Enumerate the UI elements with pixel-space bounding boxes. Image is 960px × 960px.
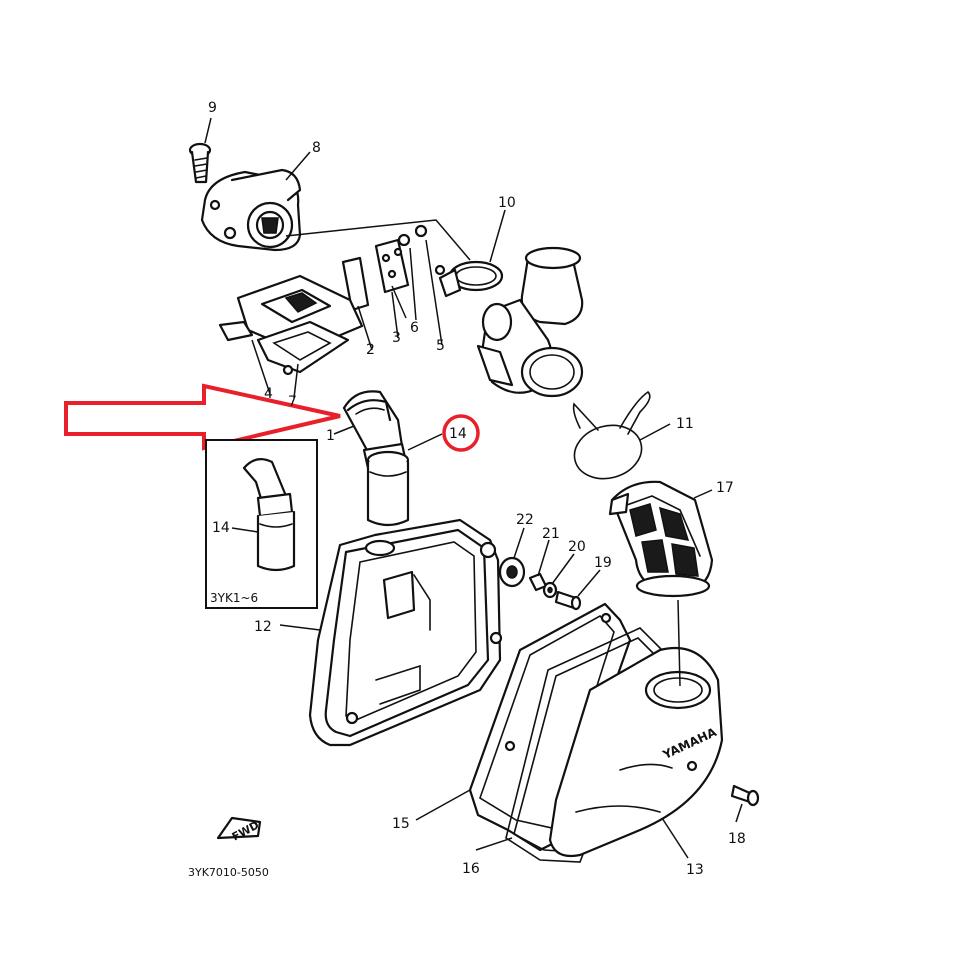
callout-6: 6 [410,320,419,336]
part-20-washer [542,581,558,599]
fwd-arrow: FWD [216,816,261,844]
callout-11: 11 [676,416,694,432]
callout-2: 2 [366,342,375,358]
callout-4: 4 [264,386,273,402]
part-10-hose-clamp [434,260,504,298]
callout-labels: 9 8 10 2 3 6 5 4 7 1 14 11 17 14 22 21 2… [188,100,746,879]
part-8-intake-manifold [200,168,302,252]
callout-10: 10 [498,195,516,211]
inset-caption: 3YK1~6 [210,591,258,605]
inset-variant-box [205,439,318,609]
callout-12: 12 [254,619,272,635]
part-6-screw [397,224,428,247]
drawing-code: 3YK7010-5050 [188,866,269,879]
callout-1: 1 [326,428,335,444]
part-13-case-cover: YAMAHA [548,646,724,858]
callout-21: 21 [542,526,560,542]
callout-19: 19 [594,555,612,571]
part-7-gasket [256,320,350,376]
carburetor-joint [476,246,584,398]
leader-lines [204,117,743,859]
part-22-grommet [498,556,526,588]
callout-5: 5 [436,338,445,354]
callout-7: 7 [288,394,297,410]
highlight-circle [442,414,480,452]
part-18-screw [730,784,760,807]
part-3-reed-plate [374,238,410,294]
highlight-arrow [64,383,341,451]
callout-22: 22 [516,512,534,528]
part-9-bolt [188,142,212,184]
part-19-screw [554,590,582,611]
callout-14: 14 [449,426,467,442]
callout-3: 3 [392,330,401,346]
callout-13: 13 [686,862,704,878]
part-11-spring-clip [572,390,651,480]
callout-18: 18 [728,831,746,847]
part-12-filter-case [308,518,503,747]
callout-17: 17 [716,480,734,496]
part-2-reed-stopper [341,256,370,312]
callout-20: 20 [568,539,586,555]
callout-8: 8 [312,140,321,156]
callout-15: 15 [392,816,410,832]
callout-9: 9 [208,100,217,116]
callout-16: 16 [462,861,480,877]
part-17-air-funnel [608,480,714,598]
part-14-intake-tube [366,450,410,527]
callout-14-inset: 14 [212,520,230,536]
